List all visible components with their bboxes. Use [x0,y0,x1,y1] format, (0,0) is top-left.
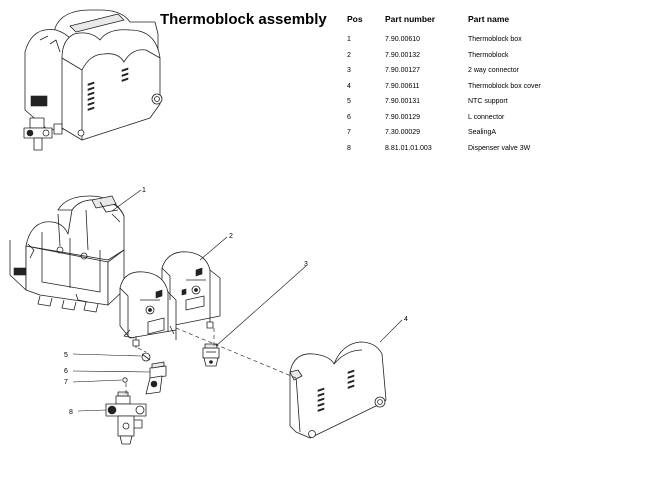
header-part-name: Part name [468,14,510,24]
part-sealing [122,377,128,383]
table-row: 1 7.90.00610 Thermoblock box [347,32,578,48]
table-row: 3 7.90.00127 2 way connector [347,63,578,79]
part-ntc-support [141,352,151,362]
part-l-connector [145,361,167,395]
row-pos: 2 [347,51,351,59]
row-part-number: 7.90.00132 [385,51,421,59]
vent-slots-cover [317,369,355,412]
callout-5: 5 [64,352,68,359]
table-row: 6 7.90.00129 L connector [347,110,578,126]
row-part-number: 7.90.00611 [385,82,420,90]
table-row: 2 7.90.00132 Thermoblock [347,48,578,64]
header-part-number: Part number [385,14,436,24]
row-part-number: 7.90.00131 [385,98,421,106]
row-pos: 5 [347,98,351,106]
part-thermoblock [119,251,221,348]
row-pos: 4 [347,82,351,90]
table-row: 5 7.90.00131 NTC support [347,94,578,110]
row-part-name: Thermoblock [468,51,509,59]
row-part-name: SealingA [468,129,497,137]
row-pos: 1 [347,36,351,44]
callout-3: 3 [304,261,308,268]
row-part-name: Thermoblock box cover [468,82,541,90]
row-part-name: Dispenser valve 3W [468,144,531,152]
callout-labels: 1 2 3 4 5 6 7 8 [64,187,408,416]
valve-cluster-thumbnail [23,117,63,151]
callout-7: 7 [64,379,68,386]
row-pos: 6 [347,113,351,121]
row-pos: 8 [347,144,351,152]
callout-2: 2 [229,233,233,240]
row-part-number: 7.90.00610 [385,36,421,44]
row-part-number: 7.90.00127 [385,67,421,75]
row-part-name: 2 way connector [468,67,519,75]
part-dispenser-valve-3w [105,391,147,445]
row-part-number: 7.30.00029 [385,129,421,137]
row-pos: 3 [347,67,351,75]
callout-4: 4 [404,316,408,323]
header-pos: Pos [347,14,363,24]
row-part-name: NTC support [468,98,508,106]
assembly-alignment-lines [125,327,297,394]
callout-6: 6 [64,368,68,375]
table-header-row: Pos Part number Part name [347,14,578,32]
row-part-name: Thermoblock box [468,36,522,44]
row-part-number: 8.81.01.01.003 [385,144,432,152]
row-pos: 7 [347,129,351,137]
vent-slots-thumbnail [87,67,129,111]
callout-1: 1 [142,187,146,194]
table-row: 4 7.90.00611 Thermoblock box cover [347,79,578,95]
page-title: Thermoblock assembly [160,11,327,28]
part-thermoblock-box-cover [289,341,387,439]
table-row: 8 8.81.01.01.003 Dispenser valve 3W [347,141,578,157]
table-row: 7 7.30.00029 SealingA [347,125,578,141]
part-2-way-connector [202,343,220,367]
callout-leader-lines [72,189,403,412]
row-part-name: L connector [468,113,505,121]
assembled-unit-thumbnail [23,9,163,151]
part-thermoblock-box [9,195,125,313]
row-part-number: 7.90.00129 [385,113,421,121]
callout-8: 8 [69,409,73,416]
